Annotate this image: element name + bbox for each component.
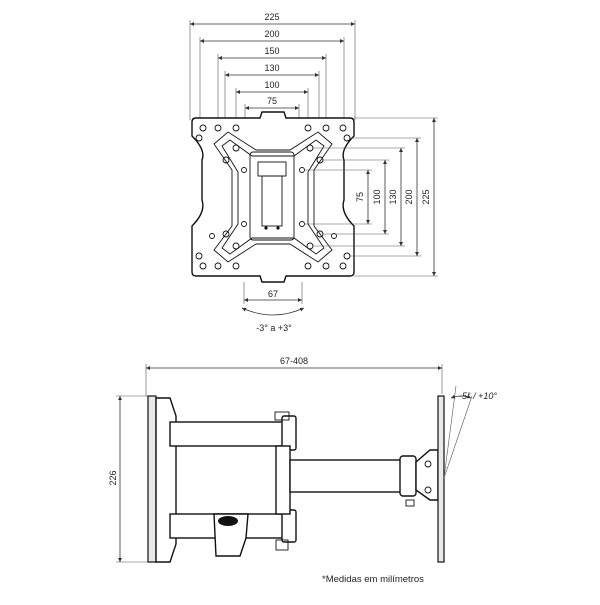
height-dimension: 226 bbox=[108, 395, 150, 563]
adapter-plate bbox=[213, 131, 333, 263]
dim-extension: 67-408 bbox=[280, 356, 308, 366]
dim-130-v: 130 bbox=[388, 189, 398, 204]
rotation-indicator: -3° a +3° bbox=[241, 307, 305, 333]
tilt-label: -5° / +10° bbox=[459, 391, 497, 401]
dim-100-v: 100 bbox=[372, 189, 382, 204]
tv-plate bbox=[437, 395, 445, 563]
dim-height: 226 bbox=[108, 470, 118, 485]
center-bracket bbox=[249, 151, 295, 241]
dim-130-h: 130 bbox=[264, 63, 279, 73]
mounting-holes bbox=[195, 124, 351, 270]
vesa-plate bbox=[191, 111, 355, 283]
top-view: 225 200 150 130 100 75 bbox=[189, 12, 438, 333]
footnote: *Medidas em milímetros bbox=[322, 574, 424, 585]
tilt-head bbox=[399, 455, 417, 497]
upper-arm bbox=[169, 421, 295, 447]
vertical-dimensions: 75 100 130 200 225 bbox=[304, 117, 438, 277]
dim-200-h: 200 bbox=[264, 29, 279, 39]
dim-150-h: 150 bbox=[264, 46, 279, 56]
rotation-label: -3° a +3° bbox=[256, 323, 292, 333]
dim-200-v: 200 bbox=[404, 189, 414, 204]
extension-dimension: 67-408 bbox=[145, 356, 443, 396]
wall-plate bbox=[147, 395, 157, 563]
dim-67: 67 bbox=[268, 289, 278, 299]
link-column bbox=[275, 445, 291, 515]
dim-225-v: 225 bbox=[421, 189, 431, 204]
middle-arm bbox=[289, 459, 405, 493]
dim-75-h: 75 bbox=[267, 96, 277, 106]
tilt-indicator: -5° / +10° bbox=[443, 385, 497, 479]
dim-75-v: 75 bbox=[355, 192, 365, 202]
horizontal-dimensions: 225 200 150 130 100 75 bbox=[189, 12, 356, 163]
side-view: 67-408 226 bbox=[108, 356, 497, 563]
arm-width-dimension: 67 bbox=[243, 282, 303, 304]
dim-225-h: 225 bbox=[264, 12, 279, 22]
dim-100-h: 100 bbox=[264, 80, 279, 90]
